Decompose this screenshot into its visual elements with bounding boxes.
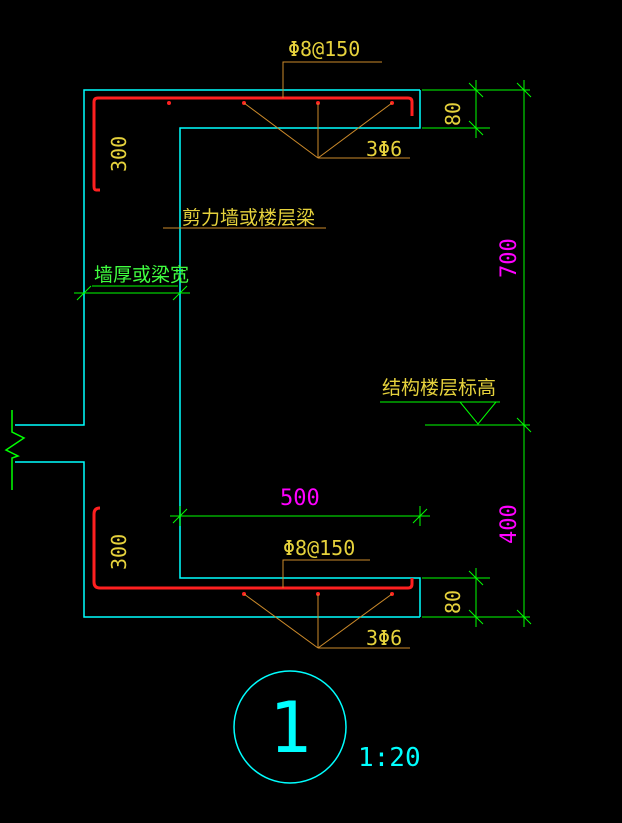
dim-top-slab: 80 [441, 102, 465, 126]
dim-bottom-hook: 300 [107, 534, 131, 570]
rebar-dot [167, 101, 171, 105]
section-outline [15, 89, 420, 426]
wall-thickness-label: 墙厚或梁宽 [94, 264, 189, 286]
detail-circle [233, 670, 347, 784]
wall-or-beam-label: 剪力墙或楼层梁 [182, 207, 315, 229]
elevation-marker [380, 401, 500, 425]
section-outline-lower [15, 461, 420, 618]
bottom-leaders [243, 559, 410, 649]
top-bars-label: 3Φ6 [366, 137, 402, 161]
section-outline-inner [179, 90, 421, 617]
dim-bottom-slab: 80 [441, 590, 465, 614]
dim-upper-height: 700 [497, 238, 522, 278]
top-leaders [163, 61, 410, 229]
bottom-stirrup-label: Φ8@150 [283, 536, 355, 560]
bottom-rebar [92, 506, 414, 590]
dimension-lines [74, 80, 532, 627]
detail-number: 1 [269, 687, 311, 769]
top-rebar [92, 96, 414, 192]
dim-width: 500 [280, 486, 320, 511]
top-stirrup-label: Φ8@150 [288, 37, 360, 61]
dim-lower-height: 400 [497, 504, 522, 544]
detail-scale: 1:20 [358, 743, 421, 773]
break-line [4, 410, 26, 490]
floor-elevation-label: 结构楼层标高 [382, 377, 496, 399]
bottom-bars-label: 3Φ6 [366, 626, 402, 650]
dim-top-hook: 300 [107, 136, 131, 172]
